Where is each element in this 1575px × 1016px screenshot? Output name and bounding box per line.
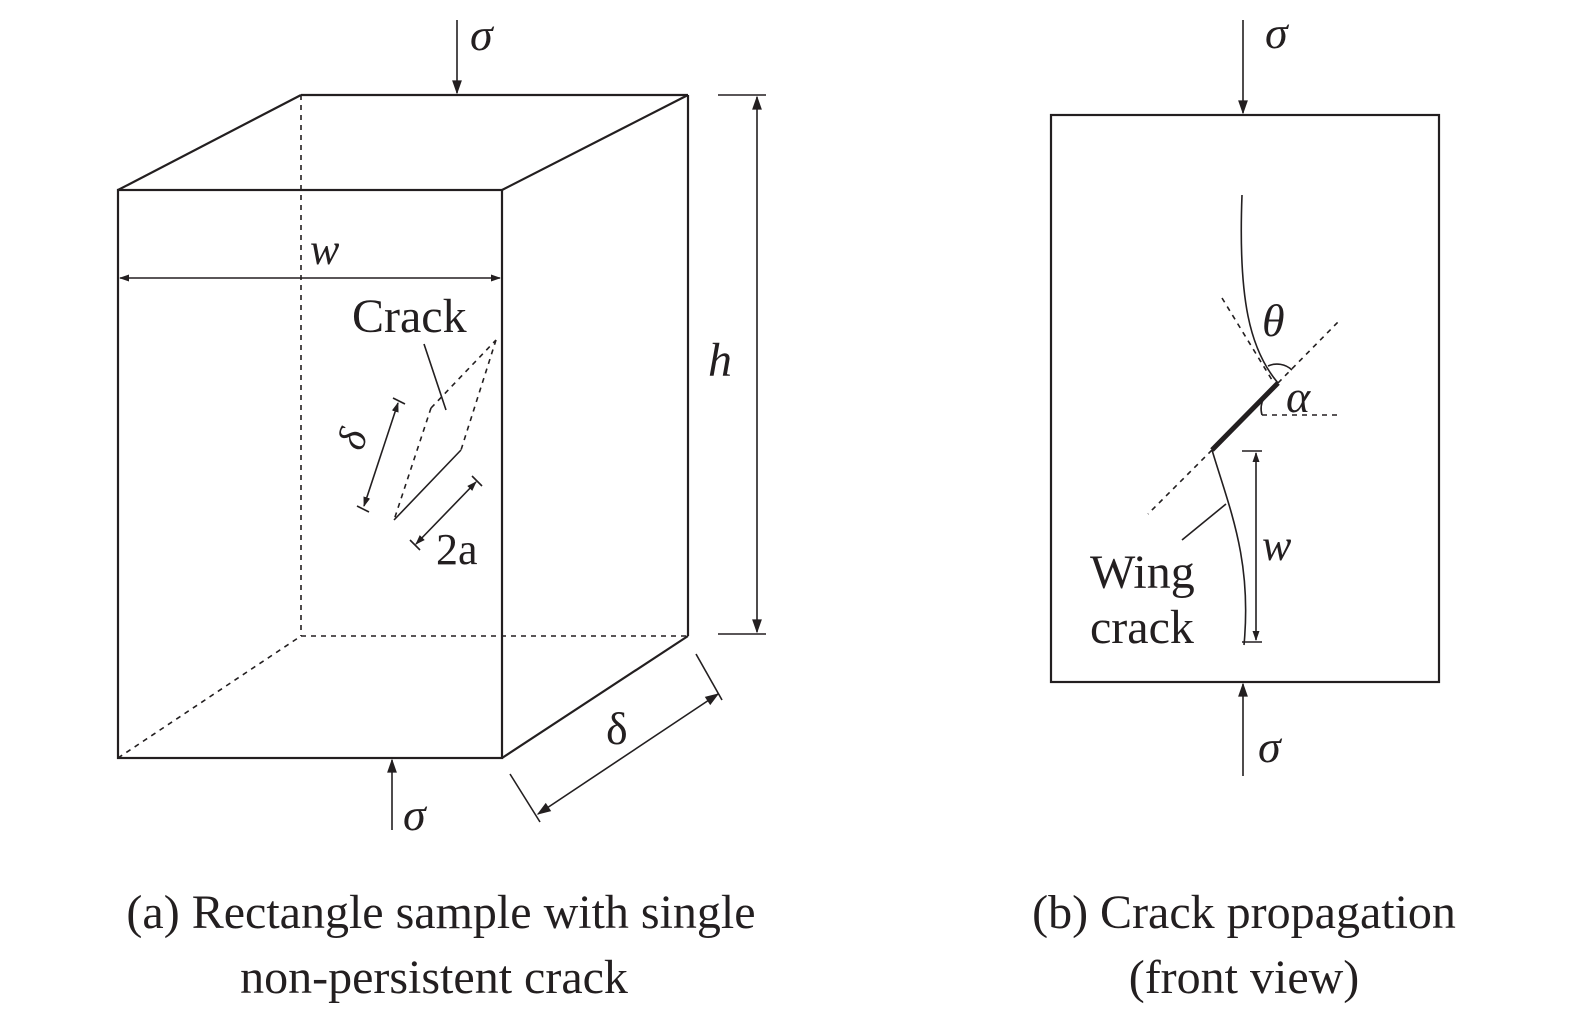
crack-spacing-dimension — [363, 402, 399, 507]
panel-a-caption-line2: non-persistent crack — [240, 951, 628, 1004]
panel-a-crack-label: Crack — [352, 290, 467, 343]
wing-crack-label-line2: crack — [1090, 601, 1194, 654]
crack-plane-left-edge — [393, 407, 432, 521]
panel-a-bottom-stress-label: σ — [403, 789, 428, 840]
panel-a-caption-line1: (a) Rectangle sample with single — [126, 886, 755, 939]
theta-label: θ — [1262, 295, 1285, 346]
panel-b-caption-line1: (b) Crack propagation — [1032, 886, 1456, 939]
crack-length-tick-bottom — [409, 539, 421, 551]
alpha-label: α — [1286, 371, 1311, 422]
crack-front-line — [393, 449, 462, 521]
wing-crack-leader — [1181, 503, 1227, 541]
box-bottom-right-edge — [501, 635, 689, 759]
box-top-left-edge — [117, 94, 302, 191]
panel-a-box — [116, 93, 690, 760]
panel-b-width-label: w — [1262, 521, 1292, 570]
crack-length-label-text: 2a — [436, 525, 478, 574]
lower-wing-crack — [1211, 449, 1247, 646]
crack-spacing-label: δ — [328, 422, 377, 455]
crack-plane-right-edge — [460, 339, 497, 451]
crack-length-label: 2a — [436, 525, 478, 574]
box-front-face — [116, 188, 504, 760]
panel-b-bottom-stress-label: σ — [1258, 721, 1283, 772]
panel-a-depth-tick-right — [695, 653, 723, 701]
crack-spacing-tick-top — [392, 397, 406, 405]
panel-a-depth-label: δ — [606, 703, 628, 754]
panel-a-top-stress-label: σ — [470, 9, 495, 60]
panel-b-top-stress-label: σ — [1265, 7, 1290, 58]
panel-a-crack-leader — [423, 343, 447, 411]
box-hidden-depth-edge — [117, 635, 302, 759]
panel-b-sample-outline — [1049, 113, 1441, 684]
panel-a-depth-tick-left — [509, 773, 541, 823]
crack-plane-top-edge — [430, 339, 497, 409]
upper-wing-crack — [1240, 194, 1279, 384]
crack-plane-extension-lower — [1147, 449, 1213, 515]
main-crack — [1210, 381, 1280, 452]
wing-crack-tangent — [1221, 297, 1273, 381]
crack-length-tick-top — [471, 475, 483, 487]
box-top-right-edge — [501, 94, 689, 191]
panel-a-depth-dimension — [536, 693, 720, 815]
panel-b-caption-line2: (front view) — [1129, 951, 1360, 1004]
crack-plane-extension-upper — [1277, 321, 1339, 384]
wing-crack-label-line1: Wing — [1090, 546, 1195, 599]
crack-length-dimension — [415, 481, 477, 545]
panel-a-height-label: h — [708, 334, 732, 387]
theta-angle-arc — [1267, 363, 1293, 371]
panel-a-width-label: w — [310, 225, 340, 274]
crack-spacing-tick-bottom — [356, 505, 370, 513]
alpha-angle-arc — [1260, 397, 1265, 416]
